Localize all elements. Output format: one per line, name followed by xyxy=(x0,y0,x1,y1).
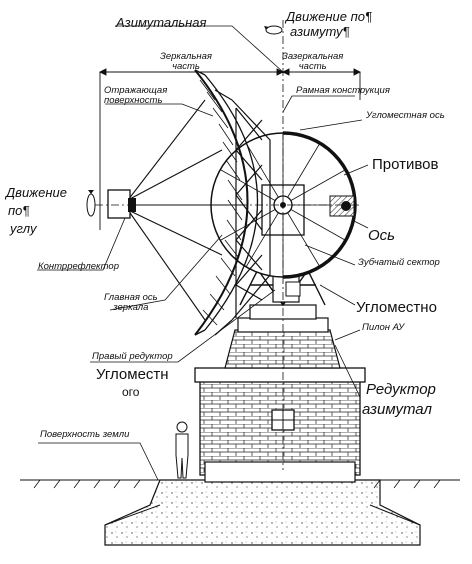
label-frame-structure: Рамная конструкция xyxy=(296,85,390,96)
label-azimuth-title: Азимутальная xyxy=(116,15,207,30)
label-behind-mirror-part: Зазеркальная часть xyxy=(282,51,344,72)
label-reducer-2: азимутал xyxy=(362,401,432,418)
dish-reflector xyxy=(194,69,259,336)
gear-box xyxy=(285,281,301,297)
dimension-bar xyxy=(98,68,362,230)
label-reducer-1: Редуктор xyxy=(366,381,436,398)
label-movement-elevation-3: углу xyxy=(10,221,37,236)
label-elevation-left-1: Угломестн xyxy=(96,366,169,383)
label-elevation-right: Угломестно xyxy=(356,299,437,316)
label-pylon: Пилон АУ xyxy=(362,322,405,333)
label-ground-surface: Поверхность земли xyxy=(40,429,130,440)
label-reflecting-surface: Отражающая поверхность xyxy=(104,85,168,106)
subreflector-struts xyxy=(127,99,245,321)
human-figure xyxy=(175,421,189,479)
leader-lines xyxy=(37,25,369,481)
label-right-reducer: Правый редуктор xyxy=(92,351,173,362)
label-main-axis: Главная ось зеркала xyxy=(104,292,158,313)
ground-hatch xyxy=(33,479,441,489)
label-movement-elevation-2: по¶ xyxy=(8,203,30,218)
label-elevation-left-2: ого xyxy=(122,385,140,399)
label-axis: Ось xyxy=(368,227,396,244)
label-elevation-axis: Угломестная ось xyxy=(366,110,445,121)
brick-building xyxy=(194,367,366,483)
label-toothed-sector: Зубчатый сектор xyxy=(358,257,440,268)
label-movement-elevation-1: Движение xyxy=(6,185,67,200)
label-counter-reflector: Контррефлектор xyxy=(38,261,119,272)
label-mirror-part: Зеркальная часть xyxy=(160,51,212,72)
label-counterweight: Противов xyxy=(372,156,439,173)
label-movement-azimuth-2: азимуту¶ xyxy=(290,24,350,39)
foundation xyxy=(104,479,421,546)
azimuth-rotation-arrow xyxy=(264,25,283,35)
label-movement-azimuth-1: Движение по¶ xyxy=(286,9,372,24)
elevation-rotation-arrow xyxy=(86,190,96,217)
